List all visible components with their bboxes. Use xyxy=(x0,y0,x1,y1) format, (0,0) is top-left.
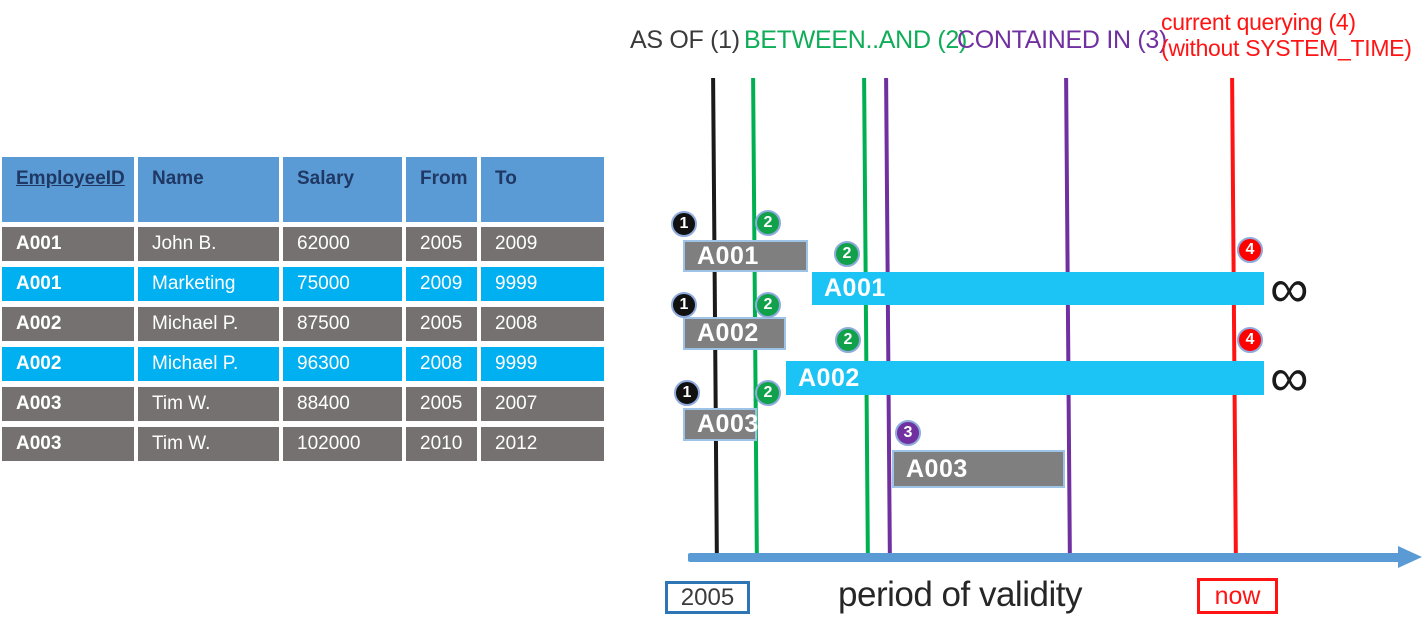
step-badge-1: 1 xyxy=(671,211,697,237)
infinity-icon: ∞ xyxy=(1270,348,1309,408)
legend-current-line1: current querying (4) xyxy=(1161,9,1356,35)
bar-label: A002 xyxy=(798,363,860,392)
infinity-icon: ∞ xyxy=(1270,258,1309,319)
step-badge-1: 1 xyxy=(674,380,700,406)
step-badge-2: 2 xyxy=(755,292,781,318)
table-cell: 2008 xyxy=(406,347,477,381)
table-cell: Tim W. xyxy=(138,427,279,461)
between-end-line xyxy=(862,77,870,563)
legend-current-querying: current querying (4) (without SYSTEM_TIM… xyxy=(1161,9,1412,61)
step-badge-4: 4 xyxy=(1237,237,1263,263)
table-header-cell: Salary xyxy=(283,157,402,222)
table-cell: John B. xyxy=(138,227,279,261)
table-cell: 62000 xyxy=(283,227,402,261)
table-cell: 2005 xyxy=(406,387,477,421)
table-cell: 2007 xyxy=(481,387,604,421)
step-badge-2: 2 xyxy=(755,380,781,406)
bar-label: A001 xyxy=(824,274,886,302)
table-header-cell: EmployeeID xyxy=(2,157,134,222)
table-cell: 2012 xyxy=(481,427,604,461)
step-badge-2: 2 xyxy=(834,241,860,267)
time-axis-arrowhead-icon xyxy=(1398,546,1422,568)
validity-bar-a001: A001 xyxy=(812,272,1264,305)
table-header-cell: From xyxy=(406,157,477,222)
legend-between-and: BETWEEN..AND (2) xyxy=(744,26,967,54)
bar-label: A002 xyxy=(697,319,759,347)
table-cell: 2005 xyxy=(406,307,477,341)
table-cell: 2005 xyxy=(406,227,477,261)
validity-bar-a002: A002 xyxy=(683,317,786,350)
table-cell: A001 xyxy=(2,267,134,301)
step-badge-3: 3 xyxy=(895,420,921,446)
time-axis xyxy=(688,553,1400,562)
step-badge-4: 4 xyxy=(1237,327,1263,353)
table-cell: 9999 xyxy=(481,347,604,381)
validity-bar-a002: A002 xyxy=(786,361,1264,395)
legend-as-of: AS OF (1) xyxy=(630,26,740,54)
contained-end-line xyxy=(1064,77,1072,563)
table-cell: 75000 xyxy=(283,267,402,301)
contained-start-line xyxy=(884,77,892,563)
bar-label: A003 xyxy=(697,410,759,438)
step-badge-2: 2 xyxy=(755,210,781,236)
table-cell: A002 xyxy=(2,347,134,381)
now-line xyxy=(1230,77,1238,563)
table-cell: 88400 xyxy=(283,387,402,421)
table-cell: 102000 xyxy=(283,427,402,461)
legend-contained-in: CONTAINED IN (3) xyxy=(957,26,1168,54)
table-header-cell: Name xyxy=(138,157,279,222)
table-cell: Marketing xyxy=(138,267,279,301)
table-cell: 2009 xyxy=(406,267,477,301)
table-cell: 2010 xyxy=(406,427,477,461)
validity-bar-a003: A003 xyxy=(892,450,1065,488)
validity-bar-a001: A001 xyxy=(683,240,808,272)
table-cell: A003 xyxy=(2,387,134,421)
table-cell: Tim W. xyxy=(138,387,279,421)
legend-current-line2: (without SYSTEM_TIME) xyxy=(1161,35,1412,61)
table-cell: 2009 xyxy=(481,227,604,261)
table-cell: 87500 xyxy=(283,307,402,341)
step-badge-2: 2 xyxy=(835,327,861,353)
table-cell: A002 xyxy=(2,307,134,341)
table-header-cell: To xyxy=(481,157,604,222)
now-box: now xyxy=(1197,578,1278,614)
validity-bar-a003: A003 xyxy=(683,408,759,441)
table-cell: Michael P. xyxy=(138,307,279,341)
table-cell: 96300 xyxy=(283,347,402,381)
bar-label: A001 xyxy=(697,241,759,270)
table-cell: A003 xyxy=(2,427,134,461)
bar-label: A003 xyxy=(906,454,968,483)
table-cell: A001 xyxy=(2,227,134,261)
table-cell: 2008 xyxy=(481,307,604,341)
table-cell: Michael P. xyxy=(138,347,279,381)
start-year-box: 2005 xyxy=(665,581,750,614)
axis-label: period of validity xyxy=(838,575,1082,614)
step-badge-1: 1 xyxy=(671,292,697,318)
table-cell: 9999 xyxy=(481,267,604,301)
